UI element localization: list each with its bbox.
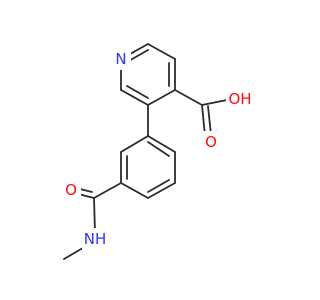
label-mask bbox=[226, 88, 254, 110]
bond-line bbox=[147, 141, 170, 157]
pyridine-nitrogen-label: N bbox=[115, 50, 126, 68]
atom-label-layer: N OH O O NH bbox=[61, 48, 254, 250]
bond-line bbox=[93, 197, 96, 233]
label-mask bbox=[201, 131, 221, 153]
bond-line bbox=[147, 182, 176, 199]
bond-line bbox=[147, 43, 176, 60]
bond-line bbox=[147, 135, 176, 153]
label-mask bbox=[111, 48, 131, 70]
bond-line bbox=[147, 89, 176, 106]
bond-line bbox=[126, 85, 149, 99]
bond-line bbox=[147, 179, 170, 193]
carbonyl-oxygen-amide-label: O bbox=[65, 181, 77, 199]
structure-drawing: N OH O O NH bbox=[61, 43, 254, 260]
bond-layer bbox=[63, 43, 233, 260]
bond-line bbox=[120, 89, 149, 106]
amide-nh-label: NH bbox=[84, 230, 107, 248]
bond-line bbox=[207, 105, 212, 136]
label-mask bbox=[82, 228, 108, 250]
label-mask bbox=[61, 179, 81, 201]
bond-line bbox=[174, 89, 203, 106]
bond-line bbox=[201, 104, 206, 137]
molecule-diagram: N OH O O NH bbox=[61, 43, 254, 260]
carbonyl-oxygen-acid-label: O bbox=[205, 133, 217, 151]
bond-line bbox=[120, 135, 149, 153]
bond-line bbox=[120, 182, 149, 199]
hydroxyl-label: OH bbox=[228, 90, 251, 108]
bond-line bbox=[93, 182, 122, 199]
